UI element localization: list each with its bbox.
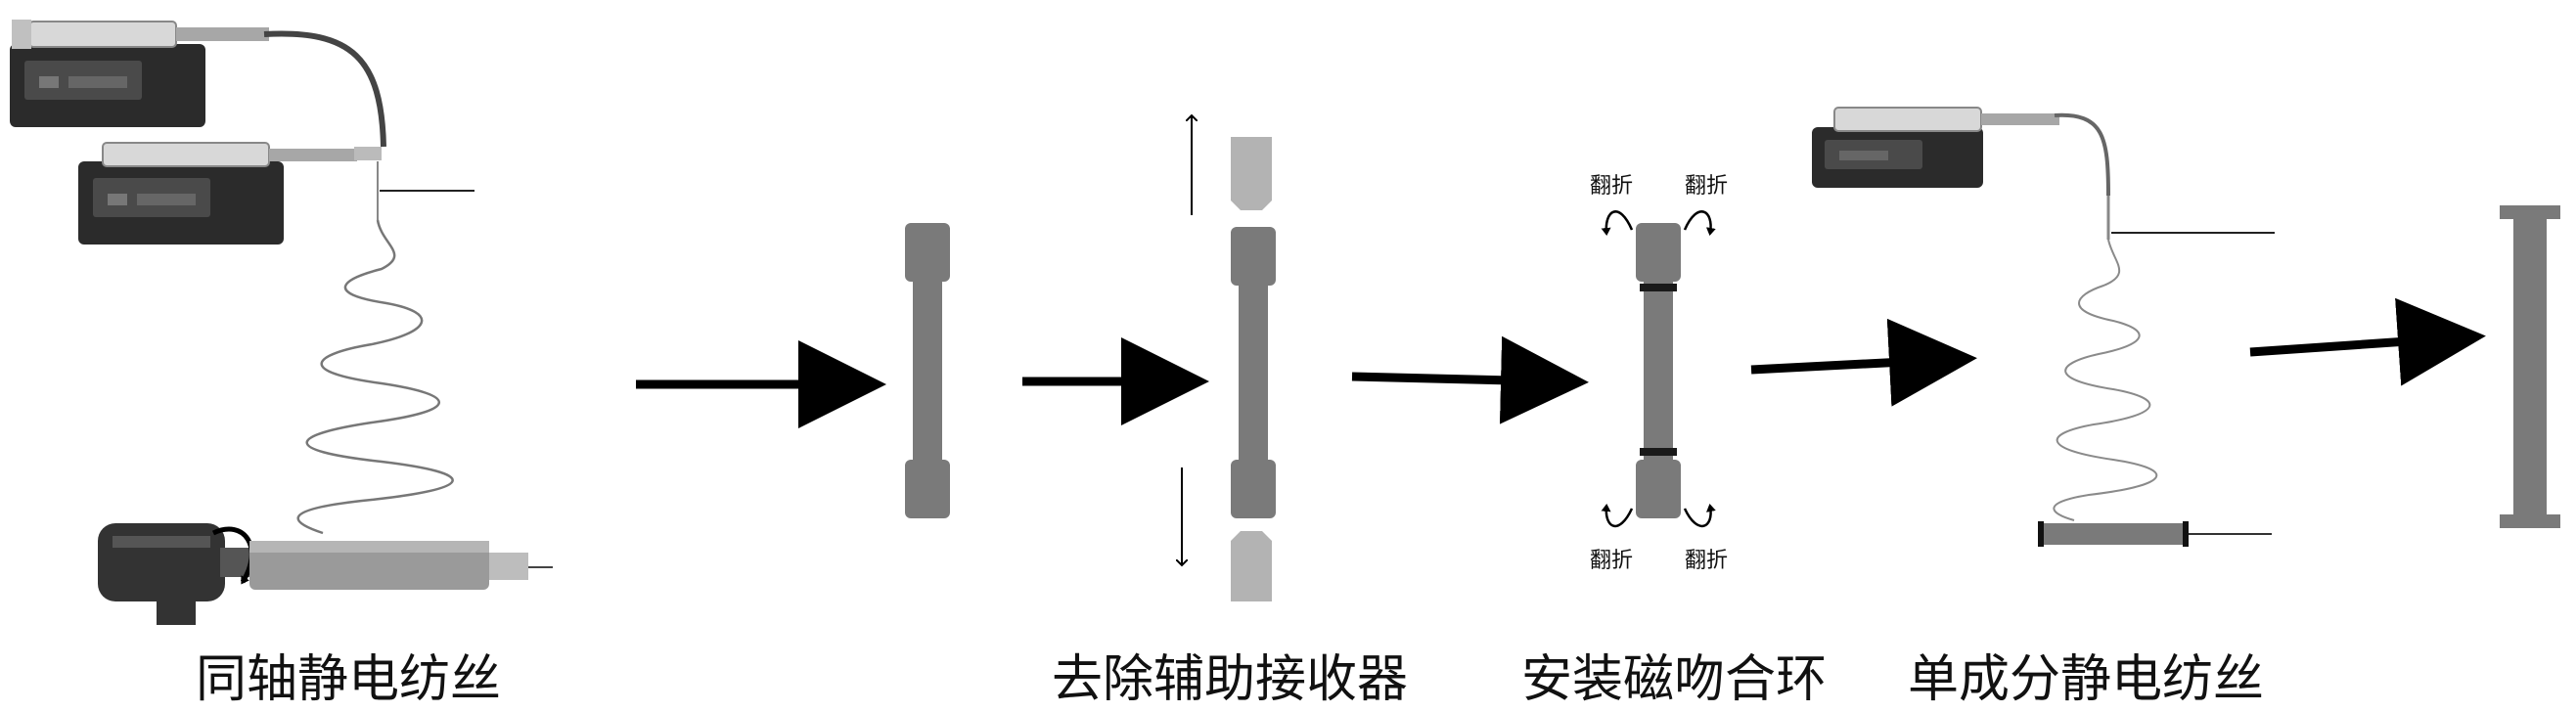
motor [98,523,249,625]
syringe-pump-lower [78,142,357,245]
graft-with-receivers [905,223,950,518]
lower-receiver [1231,531,1272,601]
caption-single-electrospinning: 单成分静电纺丝 [1908,650,2265,709]
process-arrow-3 [1351,335,1589,424]
install-rings [1601,210,1716,528]
process-arrow-5 [2249,297,2486,386]
collector-mandrel [2040,523,2187,545]
fold-label-top-left: 翻折 [1590,174,1634,199]
fold-arrow-top-right [1683,210,1716,236]
rotation-arrow [211,526,254,585]
fold-arrow-top-left [1601,210,1634,236]
final-graft [2500,205,2560,528]
magnetic-ring-upper [1640,284,1677,291]
syringe-pump-single [1812,107,2059,188]
syringe-pump-upper [10,20,269,127]
single-electrospinning-setup [1812,107,2275,547]
fold-label-top-right: 翻折 [1685,174,1729,199]
process-arrow-4 [1750,318,1977,407]
single-jet [2053,239,2158,521]
electrospinning-jet [296,219,454,535]
rotating-mandrel [249,541,553,590]
magnetic-ring-lower [1640,448,1677,456]
caption-remove-receivers: 去除辅助接收器 [1052,650,1409,709]
caption-coaxial-electrospinning: 同轴静电纺丝 [196,650,502,709]
fold-arrow-bottom-right [1683,504,1716,528]
upper-receiver [1231,137,1272,210]
fold-arrow-bottom-left [1601,504,1634,528]
remove-receivers [1182,115,1276,601]
fold-label-bottom-right: 翻折 [1685,549,1729,573]
fold-label-bottom-left: 翻折 [1590,549,1634,573]
caption-install-rings: 安装磁吻合环 [1521,650,1828,709]
coaxial-electrospinning-setup [10,20,553,625]
